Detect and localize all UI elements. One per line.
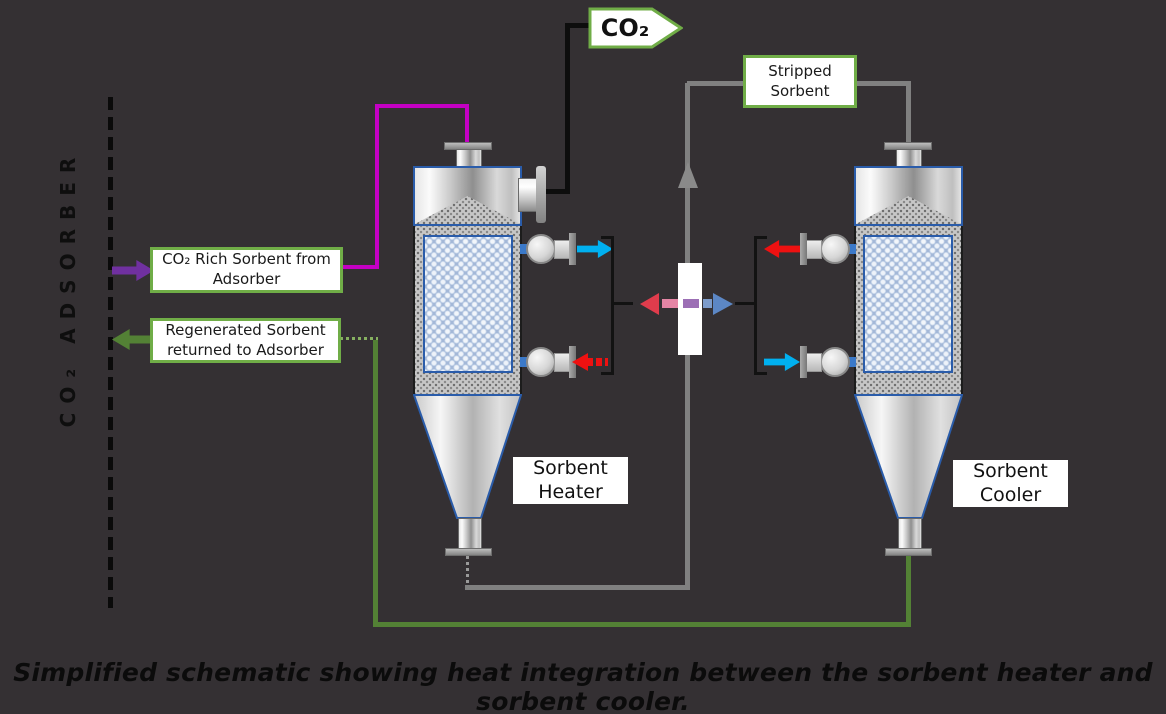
cooler-bracket-mid-tick: [735, 302, 757, 305]
heater-top-cold-out-arrow: [577, 240, 613, 258]
heater-sorbent-pile: [415, 196, 520, 224]
regenerated-sorbent-label: Regenerated Sorbent returned to Adsorber: [150, 318, 341, 363]
cooler-bottom-cold-in-arrow: [764, 353, 800, 371]
stripped-pipe-from-box: [856, 81, 911, 86]
exchange-right-arrowhead: [713, 293, 733, 315]
cooler-bracket-vertical: [754, 236, 757, 375]
cooler-top-pump: [820, 234, 850, 264]
regen-pipe-cooler-drop: [906, 556, 911, 627]
adsorber-vertical-label: CO₂ ADSORBER: [56, 148, 80, 428]
heater-bottom-nozzle: [458, 518, 482, 549]
figure-caption: Simplified schematic showing heat integr…: [13, 658, 1153, 714]
stripped-pipe-bottom-run: [465, 585, 690, 590]
cooler-bottom-pump: [820, 347, 850, 377]
rich-sorbent-pipe-drop: [465, 104, 469, 152]
heater-bracket-bottom-tick: [601, 372, 614, 375]
stripped-pipe-cooler-drop: [906, 81, 911, 149]
exchange-dash-blue: [703, 299, 712, 308]
co2-outlet-text: CO₂: [600, 14, 650, 42]
co2-outlet-callout: CO₂: [588, 7, 683, 49]
sorbent-heater-label: Sorbent Heater: [513, 457, 628, 504]
cooler-packed-bed: [863, 235, 953, 373]
rich-sorbent-pipe-horizontal: [342, 265, 379, 269]
cooler-bracket-top-tick: [754, 236, 767, 239]
heater-bracket-vertical: [611, 236, 614, 375]
heater-top-pump-body: [554, 240, 570, 259]
stripped-flow-up-arrow: [678, 162, 698, 188]
cooler-top-pump-body: [806, 240, 822, 259]
heater-bottom-flange: [445, 548, 492, 556]
heater-outlet-dotted-drop: [466, 556, 469, 586]
exchange-dash-pink: [662, 299, 678, 308]
cooler-bottom-pump-flange: [800, 346, 807, 378]
stripped-pipe-to-box: [687, 81, 745, 86]
heater-top-pump-flange: [569, 233, 576, 265]
stripped-sorbent-label: Stripped Sorbent: [743, 55, 857, 108]
co2-rich-inlet-arrow: [112, 260, 154, 281]
co2-callout-shape: [588, 7, 683, 49]
heater-bottom-pump: [526, 347, 556, 377]
cooler-top-nozzle: [896, 149, 922, 167]
heater-top-pump: [526, 234, 556, 264]
co2-gas-pipe-top: [565, 23, 590, 28]
cooler-bottom-nozzle: [898, 518, 922, 549]
cooler-bottom-cone: [854, 394, 963, 519]
regenerated-return-arrow: [112, 329, 154, 350]
heater-gas-nozzle-flange: [536, 166, 546, 223]
heater-packed-bed: [423, 235, 513, 373]
heater-bracket-top-tick: [601, 236, 614, 239]
cooler-top-pump-flange: [800, 233, 807, 265]
cooler-top-hot-out-arrow: [764, 240, 800, 258]
exchange-dash-purple: [683, 299, 699, 308]
co2-gas-pipe-vertical: [565, 23, 570, 194]
co2-gas-pipe-bottom: [544, 189, 570, 194]
heater-top-section: [413, 166, 522, 226]
co2-rich-sorbent-label: CO₂ Rich Sorbent from Adsorber: [150, 247, 343, 293]
cooler-top-pump-stub: [844, 244, 856, 254]
cooler-top-section: [854, 166, 963, 226]
cooler-sorbent-pile: [856, 196, 961, 224]
heater-top-nozzle: [456, 149, 482, 167]
sorbent-cooler-label: Sorbent Cooler: [953, 460, 1068, 507]
regen-pipe-riser: [373, 340, 378, 627]
cooler-bottom-pump-stub: [844, 357, 856, 367]
regen-pipe-bottom-run: [373, 622, 911, 627]
heat-exchanger-bar: [678, 263, 702, 355]
rich-sorbent-pipe-top: [375, 104, 468, 108]
cooler-bracket-bottom-tick: [754, 372, 767, 375]
heater-gas-nozzle: [518, 178, 538, 212]
regen-pipe-dotted-link: [340, 337, 378, 340]
cooler-bottom-pump-body: [806, 353, 822, 372]
heater-bracket-mid-tick: [611, 302, 633, 305]
heater-bottom-pump-body: [554, 353, 570, 372]
heater-bottom-hot-in-arrow: [572, 353, 608, 371]
exchange-left-arrowhead: [640, 293, 659, 315]
cooler-bottom-flange: [885, 548, 932, 556]
rich-sorbent-pipe-vertical: [375, 104, 379, 269]
heater-bottom-cone: [413, 394, 522, 519]
adsorber-boundary-dashed-line: [108, 97, 113, 608]
